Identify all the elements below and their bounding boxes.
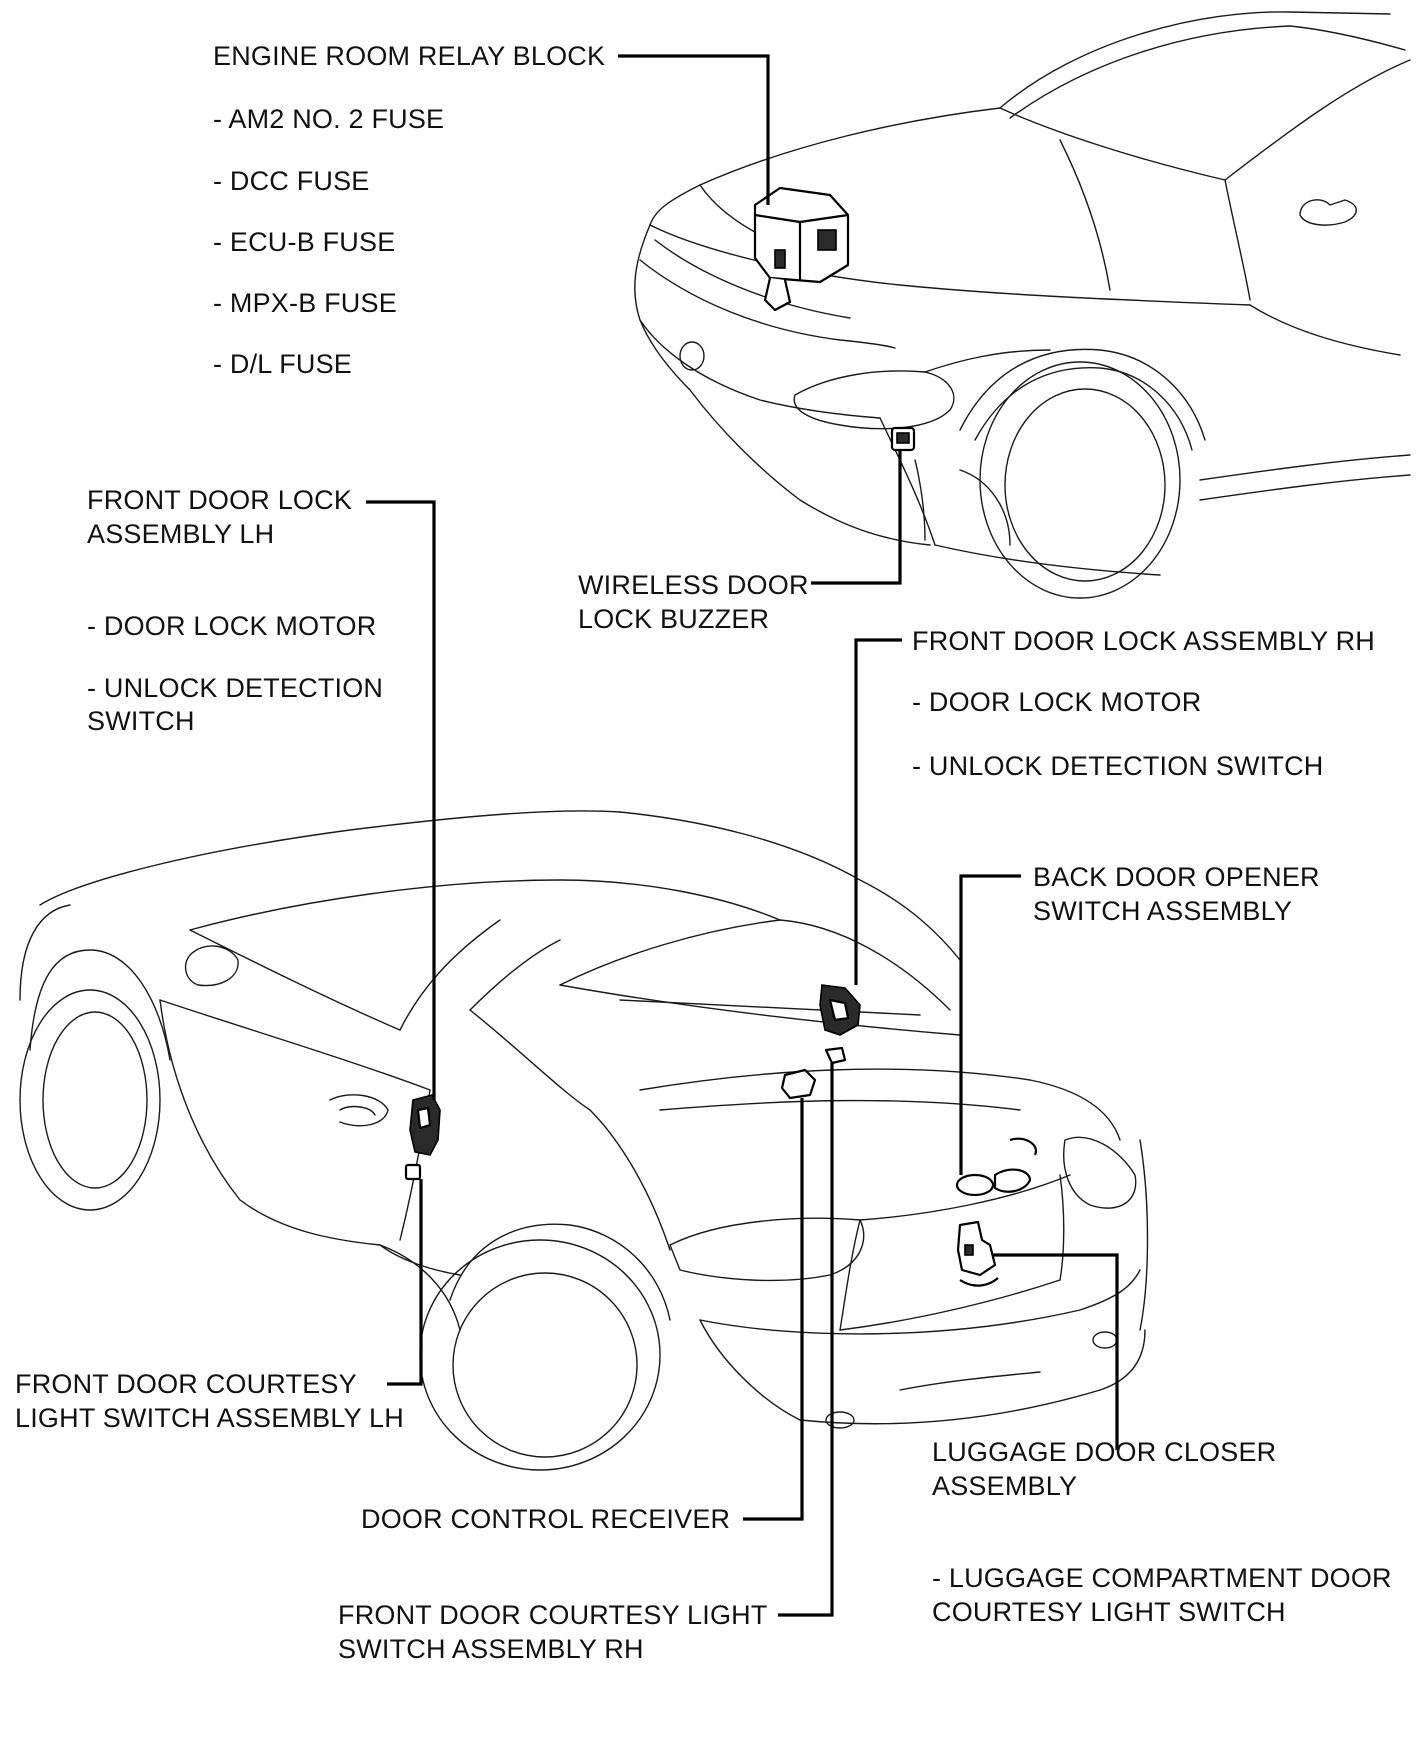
luggage-closer-label: LUGGAGE DOOR CLOSER [932, 1437, 1277, 1467]
lh-unlock-detection-label-line2: SWITCH [87, 706, 195, 736]
front-door-lock-rh-part [819, 984, 861, 1036]
lh-door-lock-motor-label: - DOOR LOCK MOTOR [87, 611, 377, 641]
door-control-receiver-part [780, 1068, 817, 1100]
am2-fuse-label: - AM2 NO. 2 FUSE [213, 104, 445, 134]
door-control-receiver-label: DOOR CONTROL RECEIVER [361, 1504, 731, 1534]
courtesy-switch-rh-label-line2: SWITCH ASSEMBLY RH [338, 1634, 644, 1664]
dcc-fuse-label: - DCC FUSE [213, 166, 370, 196]
courtesy-switch-rh-part [824, 1046, 847, 1065]
ecu-b-fuse-label: - ECU-B FUSE [213, 227, 396, 257]
courtesy-switch-lh-part [404, 1163, 422, 1181]
courtesy-switch-lh-label: FRONT DOOR COURTESY [15, 1369, 357, 1399]
rh-door-lock-motor-label: - DOOR LOCK MOTOR [912, 687, 1202, 717]
lh-unlock-detection-label: - UNLOCK DETECTION [87, 673, 384, 703]
wireless-buzzer-label: WIRELESS DOOR [578, 570, 809, 600]
wireless-buzzer-part [890, 426, 916, 452]
rh-unlock-detection-label: - UNLOCK DETECTION SWITCH [912, 751, 1324, 781]
front-door-lock-lh-part [409, 1094, 441, 1156]
courtesy-switch-lh-label-line2: LIGHT SWITCH ASSEMBLY LH [15, 1403, 404, 1433]
front-door-lock-lh-label-line2: ASSEMBLY LH [87, 519, 275, 549]
back-door-opener-label-line2: SWITCH ASSEMBLY [1033, 896, 1293, 926]
front-door-lock-lh-label: FRONT DOOR LOCK [87, 485, 353, 515]
dl-fuse-label: - D/L FUSE [213, 349, 353, 379]
courtesy-switch-rh-label: FRONT DOOR COURTESY LIGHT [338, 1600, 768, 1630]
back-door-opener-label: BACK DOOR OPENER [1033, 862, 1320, 892]
luggage-courtesy-switch-label: - LUGGAGE COMPARTMENT DOOR [932, 1563, 1392, 1593]
engine-room-relay-block-label: ENGINE ROOM RELAY BLOCK [213, 41, 606, 71]
leader-lines [366, 54, 1119, 1617]
engine-room-relay-block-part [753, 186, 850, 312]
wireless-buzzer-label-line2: LOCK BUZZER [578, 604, 770, 634]
front-door-lock-rh-label: FRONT DOOR LOCK ASSEMBLY RH [912, 626, 1376, 656]
rear-car-illustration [19, 810, 1149, 1471]
luggage-courtesy-switch-label-line2: COURTESY LIGHT SWITCH [932, 1597, 1286, 1627]
front-car-illustration [634, 11, 1411, 599]
mpx-b-fuse-label: - MPX-B FUSE [213, 288, 397, 318]
luggage-closer-part [956, 1220, 999, 1287]
luggage-closer-label-line2: ASSEMBLY [932, 1471, 1078, 1501]
back-door-opener-part [955, 1137, 1038, 1197]
